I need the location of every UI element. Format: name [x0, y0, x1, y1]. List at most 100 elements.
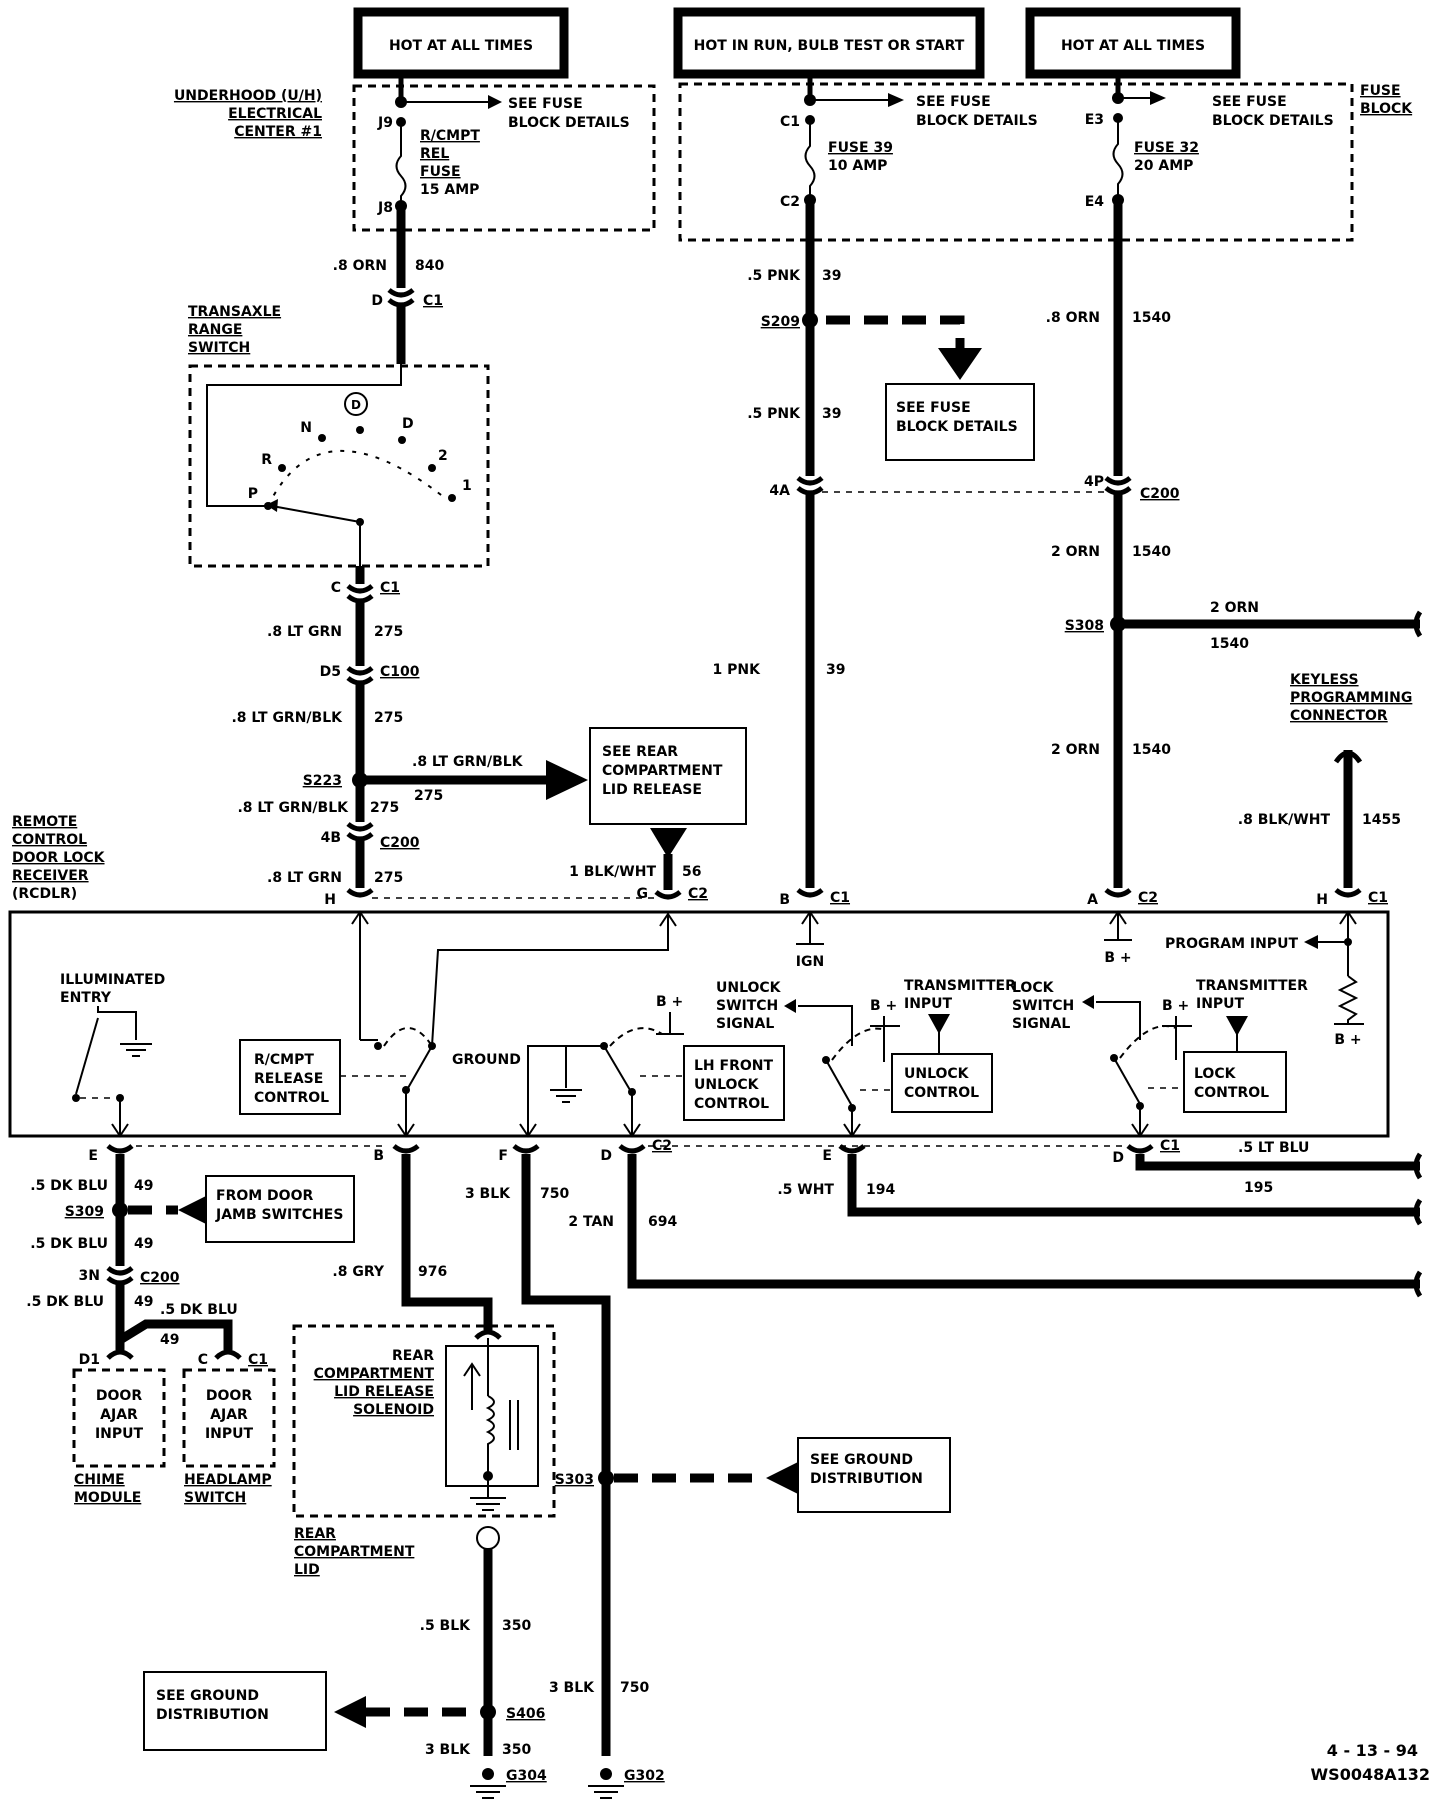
wire-194-num: 194: [866, 1182, 895, 1198]
wire-1455-gauge: .8 BLK/WHT: [1238, 812, 1331, 828]
fuse-block-title-1: FUSE: [1360, 83, 1401, 99]
splice-s303: S303: [555, 1472, 594, 1488]
b-plus-label-2: B +: [870, 998, 897, 1014]
wire-1540-num: 1540: [1132, 310, 1171, 326]
conn-4p-label: 4P: [1084, 474, 1104, 490]
hot-box-3: HOT AT ALL TIMES: [1025, 7, 1241, 79]
wire-56-num: 56: [682, 864, 701, 880]
transmitter-input-label-3: TRANSMITTER: [1196, 978, 1308, 994]
ground-label: GROUND: [452, 1052, 521, 1068]
wire-976-gauge: .8 GRY: [332, 1264, 384, 1280]
wire-1455-num: 1455: [1362, 812, 1401, 828]
hot-at-all-times-label: HOT AT ALL TIMES: [389, 38, 533, 54]
wire-275-branch-num: 275: [414, 788, 443, 804]
rcdlr-label-4: RECEIVER: [12, 868, 89, 884]
wire-275-num-3: 275: [370, 800, 399, 816]
ground-dist-label-3: SEE GROUND: [156, 1688, 259, 1704]
transmitter-input-label-2: INPUT: [904, 996, 953, 1012]
unlock-switch-label-2: SWITCH: [716, 998, 778, 1014]
see-fuse-box-label-2: BLOCK DETAILS: [896, 419, 1018, 435]
headlamp-ajar-label-1: DOOR: [206, 1388, 252, 1404]
wire-39-gauge-2: .5 PNK: [747, 406, 801, 422]
conn-d-label: D: [371, 293, 383, 309]
wire-694-gauge: 2 TAN: [568, 1214, 614, 1230]
conn-a-c2-label: C2: [1138, 890, 1158, 906]
conn-c1-hl-label: C1: [248, 1352, 268, 1368]
keyless-programming-connector: KEYLESS PROGRAMMING CONNECTOR: [1290, 672, 1412, 764]
ground-dist-label-1: SEE GROUND: [810, 1452, 913, 1468]
transaxle-label-1: TRANSAXLE: [188, 304, 281, 320]
conn-h-c1-label: C1: [1368, 890, 1388, 906]
wire-1540-branch-gauge: 2 ORN: [1210, 600, 1259, 616]
pin-e2-label: E: [822, 1148, 832, 1164]
see-rear-label-2: COMPARTMENT: [602, 763, 723, 779]
wire-350-gauge-2: 3 BLK: [425, 1742, 471, 1758]
wire-275-gauge: .8 LT GRN: [267, 624, 342, 640]
wire-39-gauge: .5 PNK: [747, 268, 801, 284]
wire-1540-gauge-3: 2 ORN: [1051, 742, 1100, 758]
wire-49-num-3: 49: [134, 1294, 153, 1310]
gear-1: 1: [462, 478, 472, 494]
chime-module-door-ajar: DOOR AJAR INPUT CHIME MODULE: [72, 1368, 166, 1506]
conn-c1-label-2: C1: [380, 580, 400, 596]
rcmpt-control-label-1: R/CMPT: [254, 1052, 314, 1068]
unlock-control-label-1: UNLOCK: [904, 1066, 970, 1082]
fuse-block-see-2: BLOCK DETAILS: [916, 113, 1038, 129]
wire-49-num-4: 49: [160, 1332, 179, 1348]
rcdlr-label-5: (RCDLR): [12, 886, 77, 902]
hot-box-1: HOT AT ALL TIMES: [353, 7, 569, 79]
conn-3n-label: 3N: [79, 1268, 100, 1284]
fuse-e3-label: E3: [1085, 112, 1104, 128]
fuse-block-see-1: SEE FUSE: [916, 94, 991, 110]
splice-s406: S406: [506, 1706, 545, 1722]
splice-s209: S209: [761, 314, 800, 330]
conn-d1-label: D1: [79, 1352, 100, 1368]
wire-39-num: 39: [822, 268, 841, 284]
rcdlr-label-3: DOOR LOCK: [12, 850, 106, 866]
wire-49-num: 49: [134, 1178, 153, 1194]
wire-840-num: 840: [415, 258, 444, 274]
wire-1540-num-3: 1540: [1132, 742, 1171, 758]
wire-275-num-4: 275: [374, 870, 403, 886]
wire-195-gauge: .5 LT BLU: [1238, 1140, 1309, 1156]
conn-c100-label: C100: [380, 664, 420, 680]
wire-275-gauge-4: .8 LT GRN: [267, 870, 342, 886]
ground-g304: G304: [506, 1768, 547, 1784]
wire-49-gauge: .5 DK BLU: [30, 1178, 108, 1194]
rcmpt-control-label-3: CONTROL: [254, 1090, 329, 1106]
conn-c2-label: C2: [688, 886, 708, 902]
solenoid-label-2: COMPARTMENT: [314, 1366, 435, 1382]
wire-750-num-2: 750: [620, 1680, 649, 1696]
conn-c1-label: C1: [423, 293, 443, 309]
wire-976-num: 976: [418, 1264, 447, 1280]
wire-750-gauge-2: 3 BLK: [549, 1680, 595, 1696]
gear-r: R: [261, 452, 272, 468]
program-input-label: PROGRAM INPUT: [1165, 936, 1298, 952]
wire-39-num-3: 39: [826, 662, 845, 678]
underhood-electrical-center: UNDERHOOD (U/H) ELECTRICAL CENTER #1 SEE…: [174, 74, 656, 232]
chime-module-label-1: CHIME: [74, 1472, 125, 1488]
conn-c200-label-3: C200: [140, 1270, 180, 1286]
wire-350-num-2: 350: [502, 1742, 531, 1758]
conn-c200-label-2: C200: [1140, 486, 1180, 502]
wire-840-gauge: .8 ORN: [333, 258, 387, 274]
wire-350-gauge: .5 BLK: [420, 1618, 472, 1634]
lh-front-label-1: LH FRONT: [694, 1058, 773, 1074]
wire-1540-num-2: 1540: [1132, 544, 1171, 560]
transaxle-label-2: RANGE: [188, 322, 242, 338]
headlamp-ajar-label-3: INPUT: [205, 1426, 254, 1442]
wire-1540-branch-num: 1540: [1210, 636, 1249, 652]
wire-49-num-2: 49: [134, 1236, 153, 1252]
rcmpt-control-label-2: RELEASE: [254, 1071, 323, 1087]
fuse-e4-label: E4: [1085, 194, 1105, 210]
keyless-label-2: PROGRAMMING: [1290, 690, 1412, 706]
underhood-see-fuse-1: SEE FUSE: [508, 96, 583, 112]
transaxle-label-3: SWITCH: [188, 340, 250, 356]
solenoid-label-1: REAR: [392, 1348, 434, 1364]
underhood-title-2: ELECTRICAL: [228, 106, 322, 122]
wire-750-gauge: 3 BLK: [465, 1186, 511, 1202]
rcdlr-label: REMOTE CONTROL DOOR LOCK RECEIVER (RCDLR…: [12, 814, 106, 902]
fuse-block-see-3: SEE FUSE: [1212, 94, 1287, 110]
wire-1540-gauge: .8 ORN: [1046, 310, 1100, 326]
